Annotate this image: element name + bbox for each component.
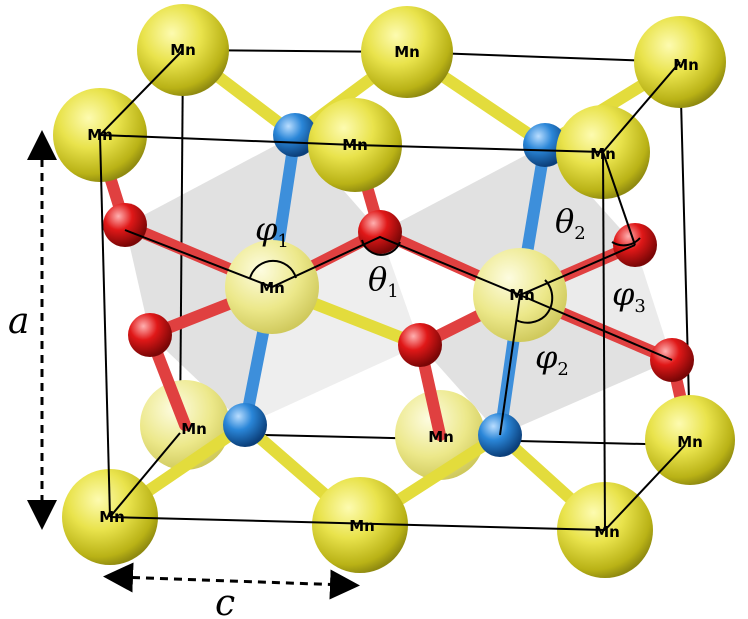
theta1-label: θ1 — [368, 260, 399, 302]
mn-label: Mn — [428, 428, 454, 446]
blue-atom-1 — [273, 113, 317, 157]
axis-c-label: c — [215, 583, 235, 619]
red-atom-4 — [128, 313, 172, 357]
red-atom-1 — [103, 203, 147, 247]
mn-label: Mn — [99, 508, 125, 526]
mn-label: Mn — [677, 433, 703, 451]
mn-label: Mn — [594, 523, 620, 541]
mn-labels: Mn Mn Mn Mn Mn Mn Mn Mn Mn Mn Mn Mn Mn M… — [87, 41, 703, 541]
mn-label: Mn — [259, 279, 285, 297]
phi3-label: φ3 — [612, 275, 646, 317]
mn-atom-top-back-mid — [361, 6, 453, 98]
red-atom-5 — [398, 323, 442, 367]
axis-a-label: a — [8, 301, 29, 342]
mn-label: Mn — [87, 126, 113, 144]
octahedron-right-front — [520, 245, 672, 360]
mn-atom-front-bottom-mid — [312, 477, 408, 573]
axis-a-arrow: a — [8, 130, 57, 530]
blue-atoms — [223, 113, 567, 457]
blue-atom-3 — [223, 403, 267, 447]
mn-label: Mn — [349, 517, 375, 535]
mn-label: Mn — [590, 145, 616, 163]
angle-labels: φ1 θ1 θ2 φ3 φ2 — [255, 202, 646, 380]
mn-label: Mn — [170, 41, 196, 59]
octahedron-right-bottom — [420, 295, 672, 435]
theta2-label: θ2 — [555, 202, 586, 244]
phi2-label: φ2 — [535, 338, 569, 380]
angle-lines — [124, 151, 673, 436]
mn-label: Mn — [342, 136, 368, 154]
mn-label: Mn — [509, 286, 535, 304]
blue-atom-2 — [523, 123, 567, 167]
unit-cell-front-edges — [99, 49, 686, 531]
mn-label: Mn — [673, 56, 699, 74]
mn-label: Mn — [394, 43, 420, 61]
red-atoms — [103, 203, 694, 382]
mn-label: Mn — [181, 420, 207, 438]
axis-c-arrow: c — [103, 562, 360, 619]
phi1-label: φ1 — [255, 210, 289, 252]
